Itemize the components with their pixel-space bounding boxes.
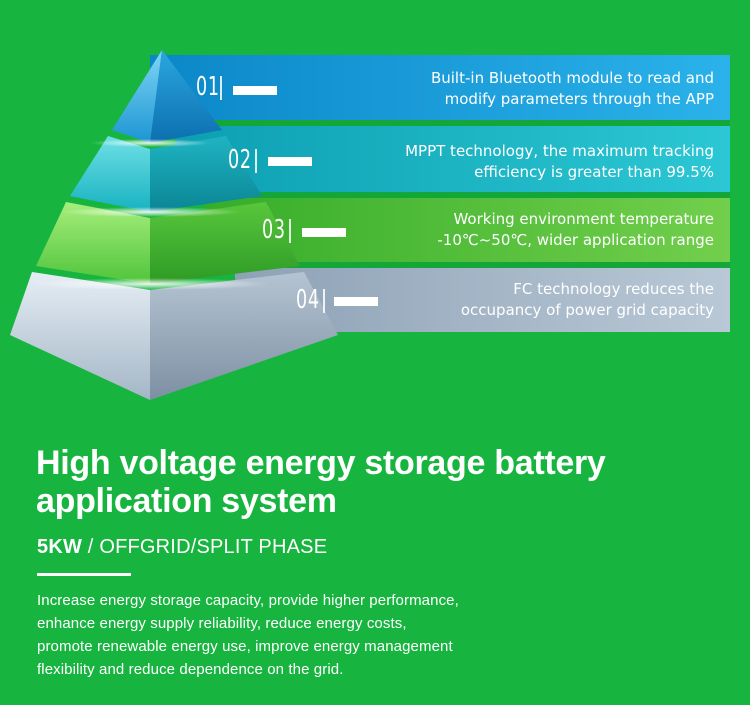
dash-icon [233, 86, 277, 95]
divider [37, 573, 131, 576]
description-line: promote renewable energy use, improve en… [37, 638, 453, 655]
feature-number-04: 04 [296, 285, 320, 315]
spec-subtitle: 5KW / OFFGRID/SPLIT PHASE [37, 536, 327, 559]
pyramid-tier-4 [10, 272, 338, 400]
pyramid-tier-1 [112, 50, 222, 143]
page-title: High voltage energy storage battery appl… [36, 444, 606, 520]
pyramid-tier-3 [36, 202, 300, 284]
divider [289, 219, 291, 243]
feature-number-03: 03 [262, 215, 286, 245]
divider [255, 149, 257, 173]
title-line: application system [36, 482, 337, 520]
divider [323, 289, 325, 313]
feature-text-02: MPPT technology, the maximum tracking ef… [405, 141, 714, 183]
feature-line: Built-in Bluetooth module to read and [430, 69, 714, 87]
description: Increase energy storage capacity, provid… [37, 589, 459, 681]
spec-mode: / OFFGRID/SPLIT PHASE [82, 536, 328, 558]
description-line: enhance energy supply reliability, reduc… [37, 615, 407, 632]
feature-line: MPPT technology, the maximum tracking [405, 142, 714, 160]
feature-band-02 [175, 126, 730, 192]
feature-band-03 [205, 198, 730, 262]
dash-icon [334, 297, 378, 306]
feature-text-03: Working environment temperature -10℃~50℃… [437, 209, 714, 251]
feature-line: -10℃~50℃, wider application range [437, 231, 714, 249]
feature-line: FC technology reduces the [513, 280, 714, 298]
pyramid-graphic [10, 50, 730, 400]
feature-line: efficiency is greater than 99.5% [474, 163, 714, 181]
feature-line: occupancy of power grid capacity [460, 301, 714, 319]
feature-text-04: FC technology reduces the occupancy of p… [461, 279, 714, 321]
feature-number-02: 02 [228, 145, 252, 175]
dash-icon [268, 157, 312, 166]
feature-line: modify parameters through the APP [444, 90, 714, 108]
feature-line: Working environment temperature [453, 210, 714, 228]
description-line: Increase energy storage capacity, provid… [37, 592, 459, 609]
divider [220, 76, 222, 100]
feature-band-01 [150, 55, 730, 120]
feature-text-01: Built-in Bluetooth module to read and mo… [431, 68, 714, 110]
feature-band-04 [235, 268, 730, 332]
spec-power: 5KW [37, 536, 83, 558]
description-line: flexibility and reduce dependence on the… [37, 661, 344, 678]
pyramid-tier-2 [70, 136, 262, 212]
feature-number-01: 01 [196, 72, 220, 102]
title-line: High voltage energy storage battery [36, 444, 606, 482]
dash-icon [302, 228, 346, 237]
